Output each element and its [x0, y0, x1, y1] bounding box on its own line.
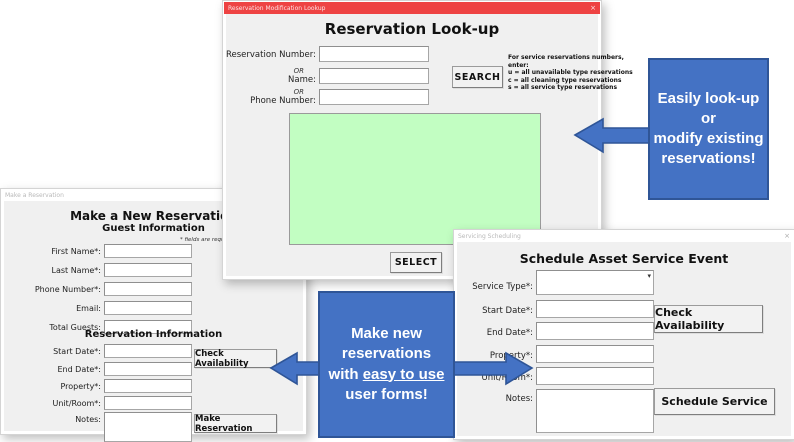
- notes-field[interactable]: [536, 389, 654, 433]
- dialog-heading: Make a New Reservation: [70, 209, 237, 223]
- notes-label: Notes:: [75, 415, 101, 424]
- unit-room-field[interactable]: [536, 367, 654, 385]
- first-name-field[interactable]: [104, 244, 192, 258]
- last-name-label: Last Name*:: [51, 266, 101, 275]
- end-date-field[interactable]: [104, 362, 192, 376]
- make-reservation-button[interactable]: Make Reservation: [194, 414, 277, 434]
- service-type-label: Service Type*:: [472, 282, 533, 292]
- dialog-heading: Schedule Asset Service Event: [519, 251, 729, 266]
- email-field[interactable]: [104, 301, 192, 315]
- or-label: OR: [293, 88, 304, 96]
- start-date-label: Start Date*:: [53, 347, 101, 356]
- window-title: Make a Reservation: [5, 191, 64, 199]
- start-date-field[interactable]: [104, 344, 192, 358]
- select-button[interactable]: SELECT: [390, 252, 442, 273]
- callout-line: Easily look-up or: [657, 89, 760, 127]
- property-field[interactable]: [536, 345, 654, 363]
- search-help-text: For service reservations numbers, enter:…: [508, 54, 633, 92]
- callout-line: reservations: [341, 345, 432, 363]
- phone-number-label: Phone Number:: [250, 96, 316, 106]
- property-field[interactable]: [104, 379, 192, 393]
- start-date-label: Start Date*:: [482, 306, 533, 316]
- reservation-lookup-titlebar[interactable]: Reservation Modification Lookup ×: [224, 2, 600, 14]
- window-title: Servicing Scheduling: [458, 232, 521, 240]
- property-label: Property*:: [60, 382, 101, 391]
- reservation-lookup-body: Reservation Look-up Reservation Number: …: [226, 14, 633, 276]
- service-scheduling-titlebar[interactable]: Servicing Scheduling ×: [454, 230, 794, 242]
- end-date-field[interactable]: [536, 322, 654, 340]
- phone-number-field[interactable]: [319, 89, 429, 105]
- name-label: Name:: [288, 75, 316, 85]
- left-arrow-icon: [269, 351, 320, 386]
- reservation-info-heading: Reservation Information: [84, 329, 223, 340]
- callout-line: reservations!: [661, 150, 756, 168]
- schedule-service-button[interactable]: Schedule Service: [654, 388, 775, 415]
- phone-number-label: Phone Number*:: [34, 285, 101, 294]
- window-title: Reservation Modification Lookup: [228, 4, 326, 12]
- start-date-field[interactable]: [536, 300, 654, 318]
- guest-info-heading: Guest Information: [102, 223, 205, 234]
- service-scheduling-body: Schedule Asset Service Event Service Typ…: [457, 242, 791, 436]
- close-icon[interactable]: ×: [784, 231, 790, 240]
- help-line: s = all service type reservations: [508, 84, 618, 91]
- end-date-label: End Date*:: [486, 328, 533, 338]
- callout-line: with easy to use: [329, 365, 445, 385]
- or-label: OR: [293, 67, 304, 75]
- left-arrow-icon: [573, 117, 651, 154]
- end-date-label: End Date*:: [57, 365, 101, 374]
- help-line: enter:: [508, 61, 529, 69]
- right-arrow-icon: [453, 351, 534, 386]
- callout-text: with: [328, 365, 363, 383]
- first-name-label: First Name*:: [51, 247, 101, 256]
- dropdown-arrow-icon[interactable]: ▾: [647, 272, 651, 280]
- forms-callout: Make new reservations with easy to use u…: [318, 291, 455, 438]
- help-line: u = all unavailable type reservations: [508, 69, 633, 76]
- notes-label: Notes:: [505, 394, 533, 404]
- last-name-field[interactable]: [104, 263, 192, 277]
- help-line: For service reservations numbers,: [508, 54, 624, 61]
- callout-underlined-text: easy to use: [362, 365, 445, 383]
- required-fields-note: * fields are required: [180, 237, 236, 243]
- total-guests-label: Total Guests:: [49, 323, 101, 332]
- lookup-callout: Easily look-up or modify existing reserv…: [648, 58, 769, 200]
- reservation-number-field[interactable]: [319, 46, 429, 62]
- callout-line: user forms!: [345, 385, 428, 403]
- close-icon[interactable]: ×: [590, 3, 596, 12]
- results-listbox[interactable]: [289, 113, 541, 245]
- callout-line: Make new: [351, 325, 422, 342]
- notes-field[interactable]: [104, 412, 192, 442]
- service-scheduling-window: Servicing Scheduling × Schedule Asset Se…: [453, 229, 794, 440]
- phone-number-field[interactable]: [104, 282, 192, 296]
- dialog-heading: Reservation Look-up: [324, 20, 500, 38]
- unit-room-field[interactable]: [104, 396, 192, 410]
- service-type-combobox[interactable]: ▾: [536, 270, 654, 295]
- total-guests-field[interactable]: [104, 320, 192, 334]
- reservation-lookup-window: Reservation Modification Lookup × Reserv…: [222, 0, 633, 280]
- callout-line: modify existing: [653, 130, 764, 147]
- unit-room-label: Unit/Room*:: [52, 399, 101, 408]
- check-availability-button[interactable]: Check Availability: [194, 349, 277, 369]
- reservation-number-label: Reservation Number:: [226, 50, 316, 60]
- name-field[interactable]: [319, 68, 429, 84]
- search-button[interactable]: SEARCH: [452, 66, 503, 88]
- help-line: c = all cleaning type reservations: [508, 76, 622, 84]
- check-availability-button[interactable]: Check Availability: [654, 305, 763, 333]
- email-label: Email:: [76, 304, 101, 313]
